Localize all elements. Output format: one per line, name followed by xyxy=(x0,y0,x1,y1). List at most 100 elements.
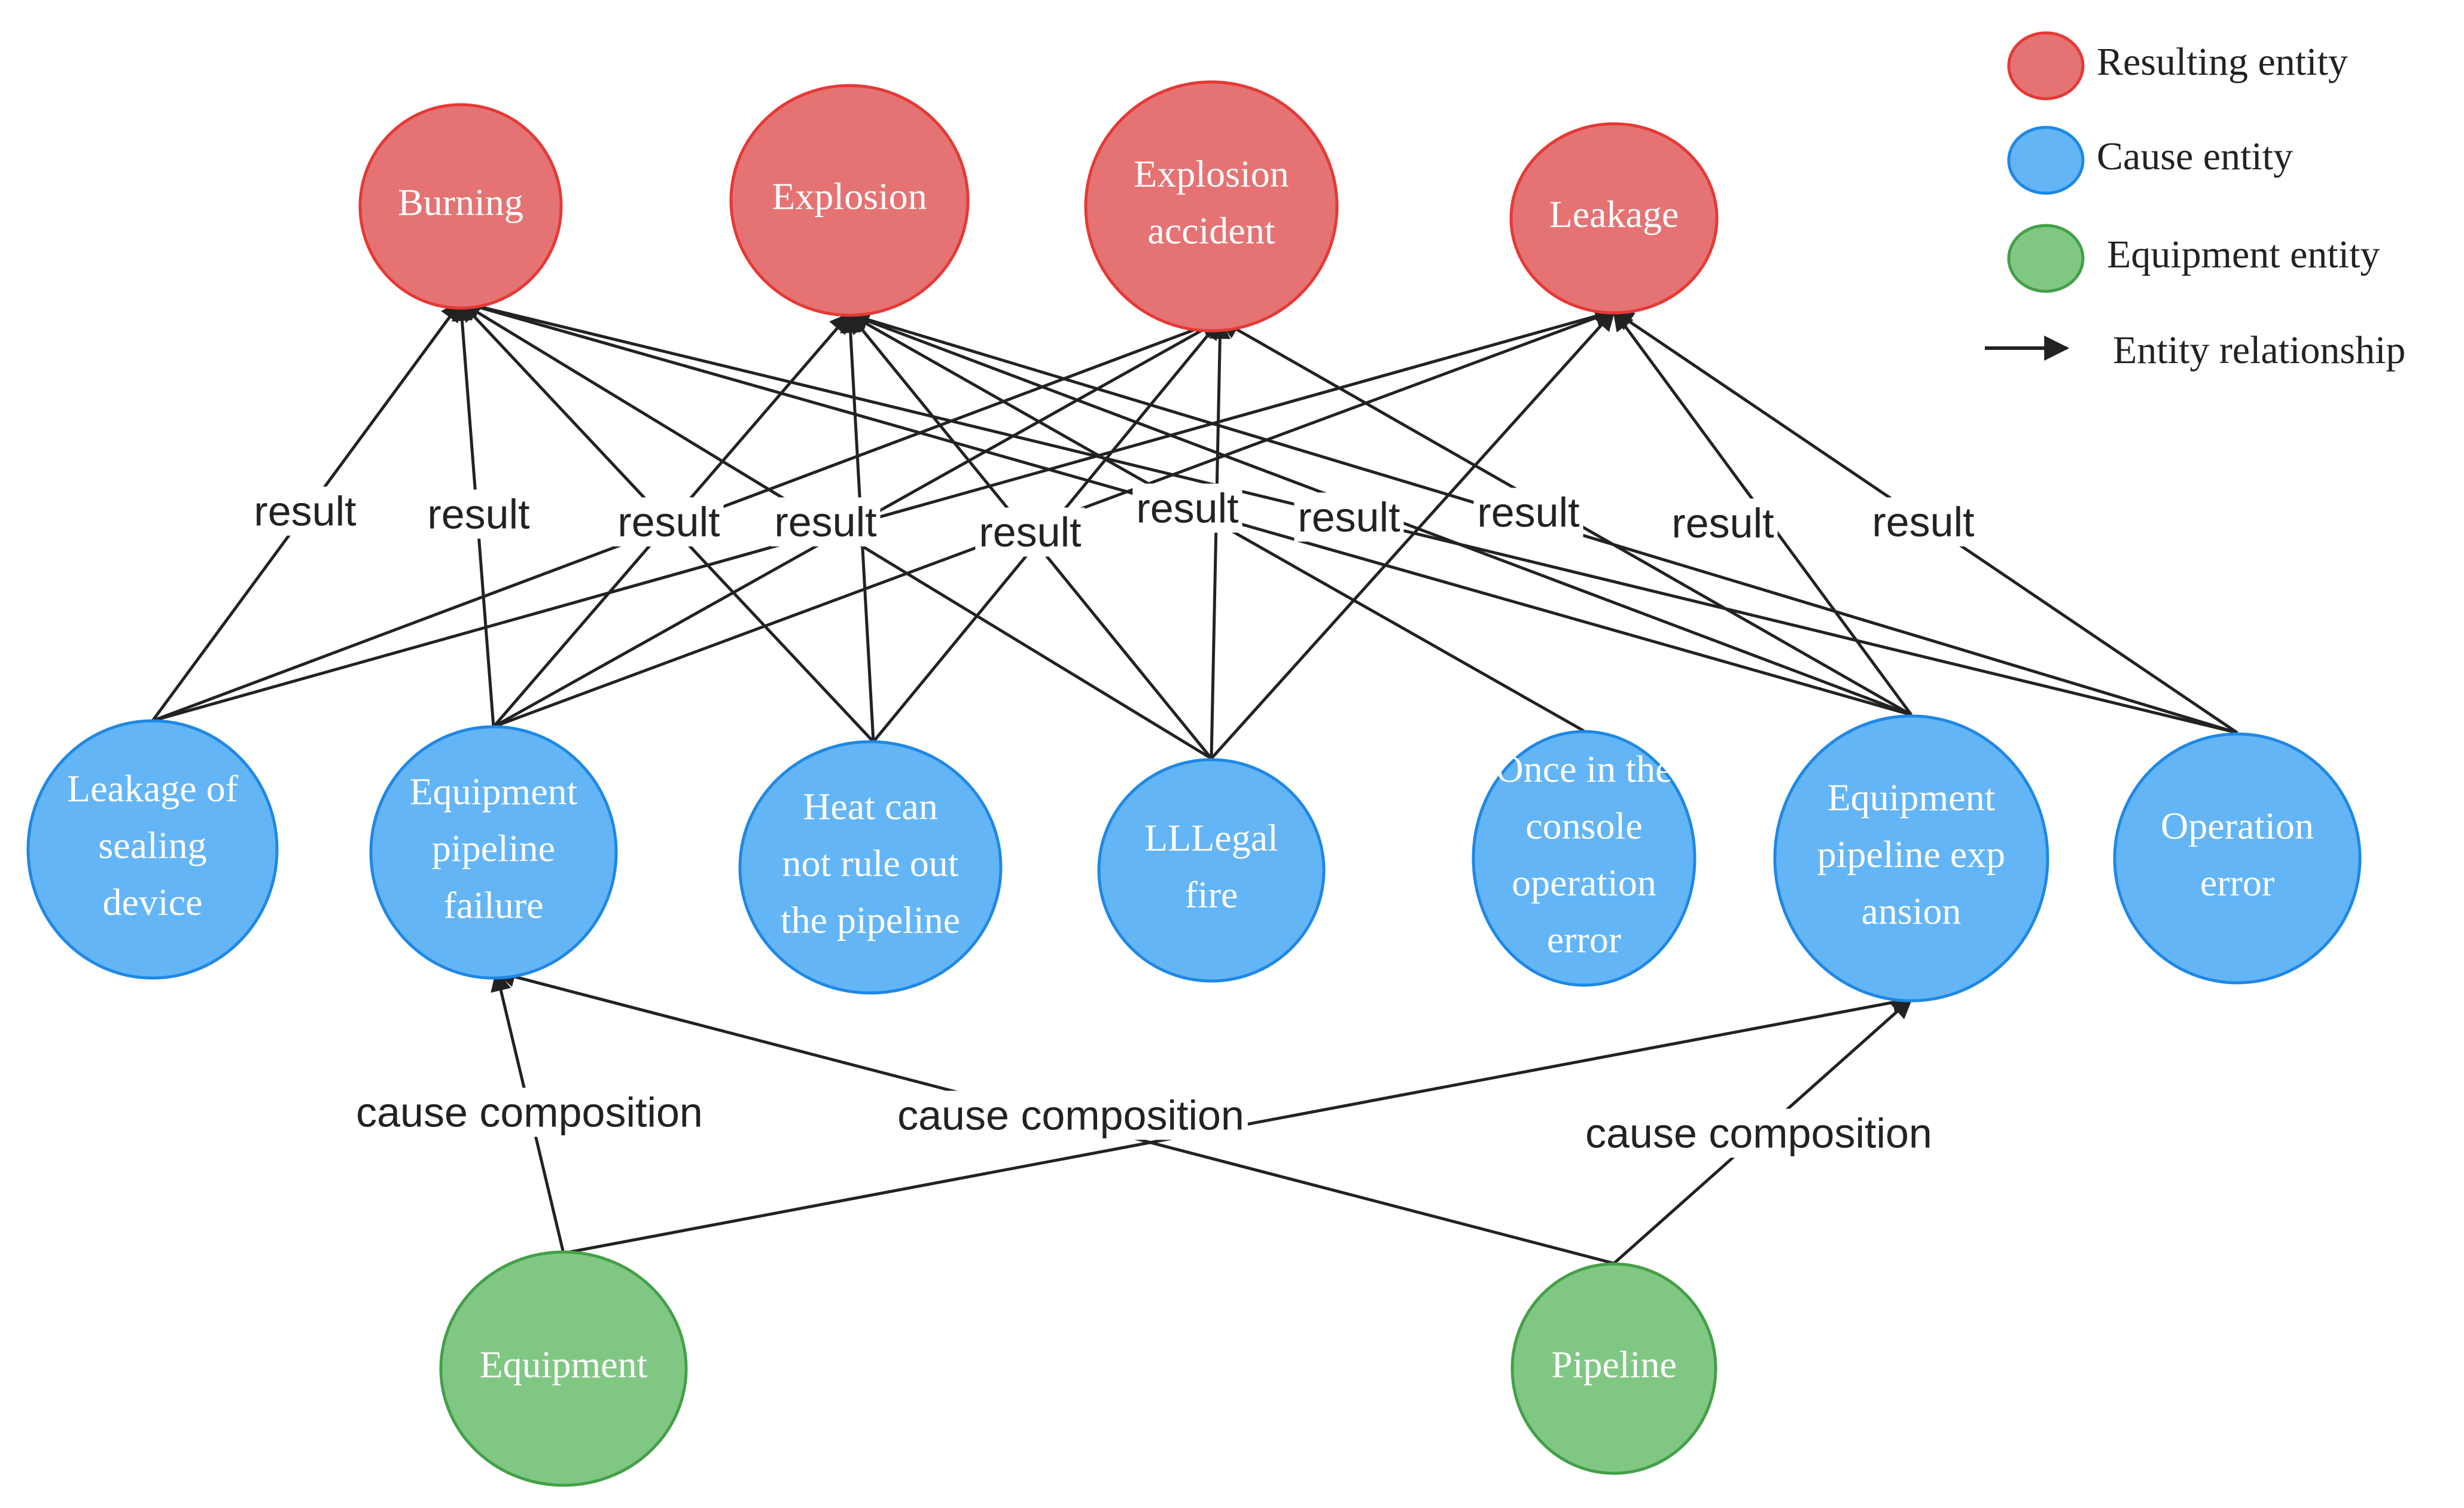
edge-label: cause composition xyxy=(1582,1108,1936,1158)
node-label-line: Equipment xyxy=(410,770,578,813)
node-circle xyxy=(2113,732,2362,985)
node-label-line: Leakage of xyxy=(67,767,239,810)
edge-label-background xyxy=(894,1090,1248,1140)
node-circle xyxy=(1097,758,1326,983)
node-circle xyxy=(729,84,970,317)
node-label-line: the pipeline xyxy=(781,899,960,942)
edge-label: result xyxy=(1132,483,1242,533)
edge-label: cause composition xyxy=(352,1087,706,1137)
node-leakage: Leakage xyxy=(1509,122,1719,315)
edge-label-background xyxy=(1294,492,1404,542)
node-circle xyxy=(1472,730,1697,987)
legend-swatch-result xyxy=(2007,31,2085,100)
node-explosion-accident: Explosion accident xyxy=(1084,80,1339,333)
edge-label-background xyxy=(975,507,1085,557)
edge-label: result xyxy=(424,489,534,539)
node-label-line: Explosion xyxy=(772,175,927,218)
node-label-line: Burning xyxy=(398,181,523,224)
node-leakage-sealing: Leakage of sealing device xyxy=(26,719,279,980)
node-equipment: Equipment xyxy=(439,1250,688,1487)
node-label-line: device xyxy=(103,881,203,924)
node-label-line: Equipment xyxy=(480,1344,648,1386)
edge-label: result xyxy=(975,507,1085,557)
edge-label-text: cause composition xyxy=(1585,1110,1932,1156)
edge-label: result xyxy=(614,497,724,547)
edge-label: result xyxy=(1473,488,1583,537)
edge-label-text: result xyxy=(979,508,1081,555)
node-label-line: sealing xyxy=(98,824,206,867)
node-label-line: fire xyxy=(1185,873,1238,916)
legend-item-resulting-entity: Resulting entity xyxy=(2007,31,2348,100)
edge-label-text: result xyxy=(1872,498,1974,545)
edge-label: result xyxy=(1294,492,1404,542)
edge-label-text: result xyxy=(1671,499,1774,546)
node-label-line: pipeline exp xyxy=(1817,833,2006,876)
edge-label: result xyxy=(250,486,360,536)
legend-label-equipment: Equipment entity xyxy=(2107,233,2380,276)
node-label-line: Once in the xyxy=(1496,748,1673,790)
legend-swatch-equipment xyxy=(2007,224,2085,293)
node-label-line: Pipeline xyxy=(1551,1344,1677,1386)
node-circle xyxy=(1509,122,1719,315)
edge-leakage-sealing-to-leakage xyxy=(152,306,1616,723)
node-label-line: error xyxy=(2200,861,2274,904)
node-circle xyxy=(738,740,1003,995)
node-circle xyxy=(1084,80,1339,333)
node-label-line: pipeline xyxy=(432,827,555,870)
edge-label-text: result xyxy=(774,498,876,545)
node-label-line: Leakage xyxy=(1549,193,1679,236)
edge-label-background xyxy=(1868,497,1978,547)
legend-item-equipment-entity: Equipment entity xyxy=(2007,224,2380,293)
node-label-line: Heat can xyxy=(803,785,938,828)
node-equipment-pipeline-failure: Equipment pipeline failure xyxy=(369,725,618,980)
edge-label-background xyxy=(770,497,881,547)
node-circle xyxy=(1773,714,2049,1003)
node-burning: Burning xyxy=(358,103,563,310)
node-label-line: accident xyxy=(1147,209,1275,252)
node-circle xyxy=(439,1250,688,1487)
node-label-line: console xyxy=(1525,805,1643,847)
legend: Resulting entity Cause entity Equipment … xyxy=(1985,31,2405,372)
node-label-line: Explosion xyxy=(1134,153,1289,195)
edge-illegal-fire-to-explosion-accident xyxy=(1209,318,1231,759)
node-label-line: not rule out xyxy=(782,842,958,885)
edge-label-background xyxy=(1473,488,1583,537)
node-circle xyxy=(26,719,279,980)
edge-label-text: result xyxy=(1298,493,1400,540)
legend-label-relationship: Entity relationship xyxy=(2113,328,2405,372)
legend-swatch-cause xyxy=(2007,126,2085,195)
node-label-line: failure xyxy=(444,884,544,927)
legend-label-result: Resulting entity xyxy=(2097,40,2348,84)
node-illegal-fire: LLLegal fire xyxy=(1097,758,1326,983)
edge-label: result xyxy=(1668,498,1778,548)
edge-label-background xyxy=(1668,498,1778,548)
edge-label: cause composition xyxy=(894,1090,1248,1140)
node-operation-error: Operation error xyxy=(2113,732,2362,985)
edge-illegal-fire-to-leakage xyxy=(1210,309,1616,760)
node-label-line: Operation xyxy=(2161,805,2314,847)
edge-label-text: result xyxy=(1477,489,1579,535)
legend-item-cause-entity: Cause entity xyxy=(2007,126,2293,195)
edge-label: result xyxy=(770,497,881,547)
edge-label-background xyxy=(352,1087,706,1137)
node-label-line: ansion xyxy=(1861,890,1961,933)
edge-label-background xyxy=(614,497,724,547)
node-pipeline: Pipeline xyxy=(1510,1262,1717,1475)
edge-label-text: cause composition xyxy=(356,1089,703,1135)
edge-label-background xyxy=(1582,1108,1936,1158)
node-heat-pipeline: Heat can not rule out the pipeline xyxy=(738,740,1003,995)
legend-item-entity-relationship: Entity relationship xyxy=(1985,328,2405,372)
edge-label-background xyxy=(424,489,534,539)
node-explosion: Explosion xyxy=(729,84,970,317)
node-circle xyxy=(1510,1262,1717,1475)
edge-label-background xyxy=(1132,483,1242,533)
node-circle xyxy=(358,103,563,310)
node-label-line: LLLegal xyxy=(1144,817,1278,859)
legend-label-cause: Cause entity xyxy=(2097,135,2293,178)
edge-label-text: result xyxy=(617,498,720,545)
edge-label-text: result xyxy=(427,491,529,537)
